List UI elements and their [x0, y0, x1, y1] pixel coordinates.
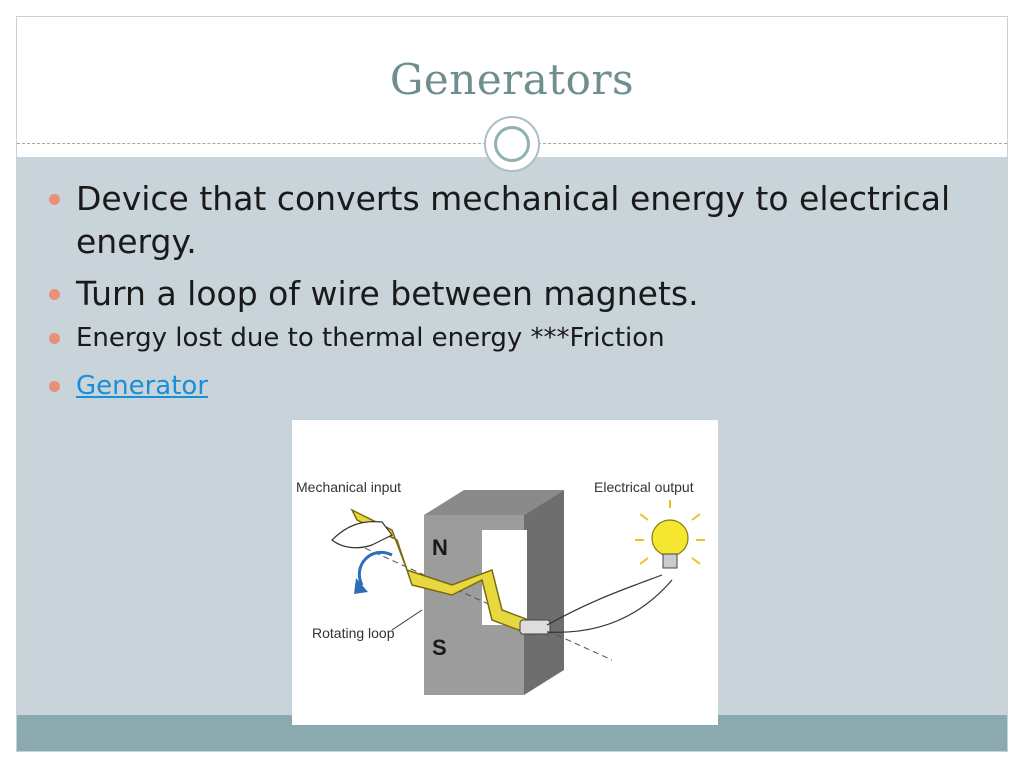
- magnet-top-face: [424, 490, 564, 515]
- bulb-base: [662, 553, 678, 569]
- bullet-item: Generator: [49, 369, 979, 403]
- generator-link[interactable]: Generator: [76, 371, 209, 401]
- slide: Generators Device that converts mechanic…: [16, 16, 1008, 752]
- mechanical-input-label: Mechanical input: [296, 479, 401, 495]
- bullet-item: Device that converts mechanical energy t…: [49, 177, 979, 263]
- electrical-output-label: Electrical output: [594, 479, 694, 495]
- bullet-text: Energy lost due to thermal energy ***Fri…: [76, 323, 665, 353]
- south-pole-label: S: [432, 635, 447, 660]
- bullet-item: Turn a loop of wire between magnets.: [49, 272, 979, 315]
- bullet-dot: [49, 381, 60, 392]
- ring-inner: [494, 126, 530, 162]
- bullet-dot: [49, 289, 60, 300]
- bullet-list: Device that converts mechanical energy t…: [49, 177, 979, 403]
- output-wire-2: [546, 579, 673, 633]
- rotation-axis: [346, 539, 613, 661]
- commutator: [519, 619, 551, 635]
- bullet-text: Device that converts mechanical energy t…: [76, 179, 951, 261]
- light-bulb-icon: [651, 519, 689, 557]
- bullet-text: Turn a loop of wire between magnets.: [76, 274, 699, 313]
- slide-title: Generators: [389, 55, 635, 104]
- generator-diagram: N S: [292, 420, 718, 725]
- rotation-arrowhead: [354, 578, 368, 594]
- bullet-item: Energy lost due to thermal energy ***Fri…: [49, 321, 979, 355]
- rotating-loop-wire: [350, 508, 544, 636]
- rotating-loop-pointer: [391, 609, 423, 631]
- north-pole-label: N: [432, 535, 448, 560]
- rotation-arrow: [357, 550, 393, 586]
- magnet-side-face: [524, 490, 564, 695]
- rotating-loop-label: Rotating loop: [312, 625, 395, 641]
- generator-diagram-svg: N S: [296, 479, 705, 695]
- bullet-dot: [49, 194, 60, 205]
- bulb-rays: [635, 500, 705, 565]
- bullet-dot: [49, 333, 60, 344]
- output-wire-1: [546, 574, 663, 626]
- divider-ring-ornament: [484, 116, 540, 172]
- hand-illustration: [331, 520, 393, 549]
